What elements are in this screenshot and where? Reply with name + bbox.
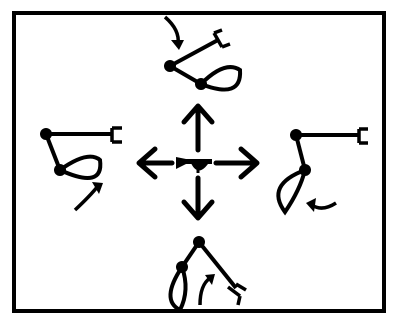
diagram-svg [0,0,397,323]
diagram-canvas [0,0,397,323]
